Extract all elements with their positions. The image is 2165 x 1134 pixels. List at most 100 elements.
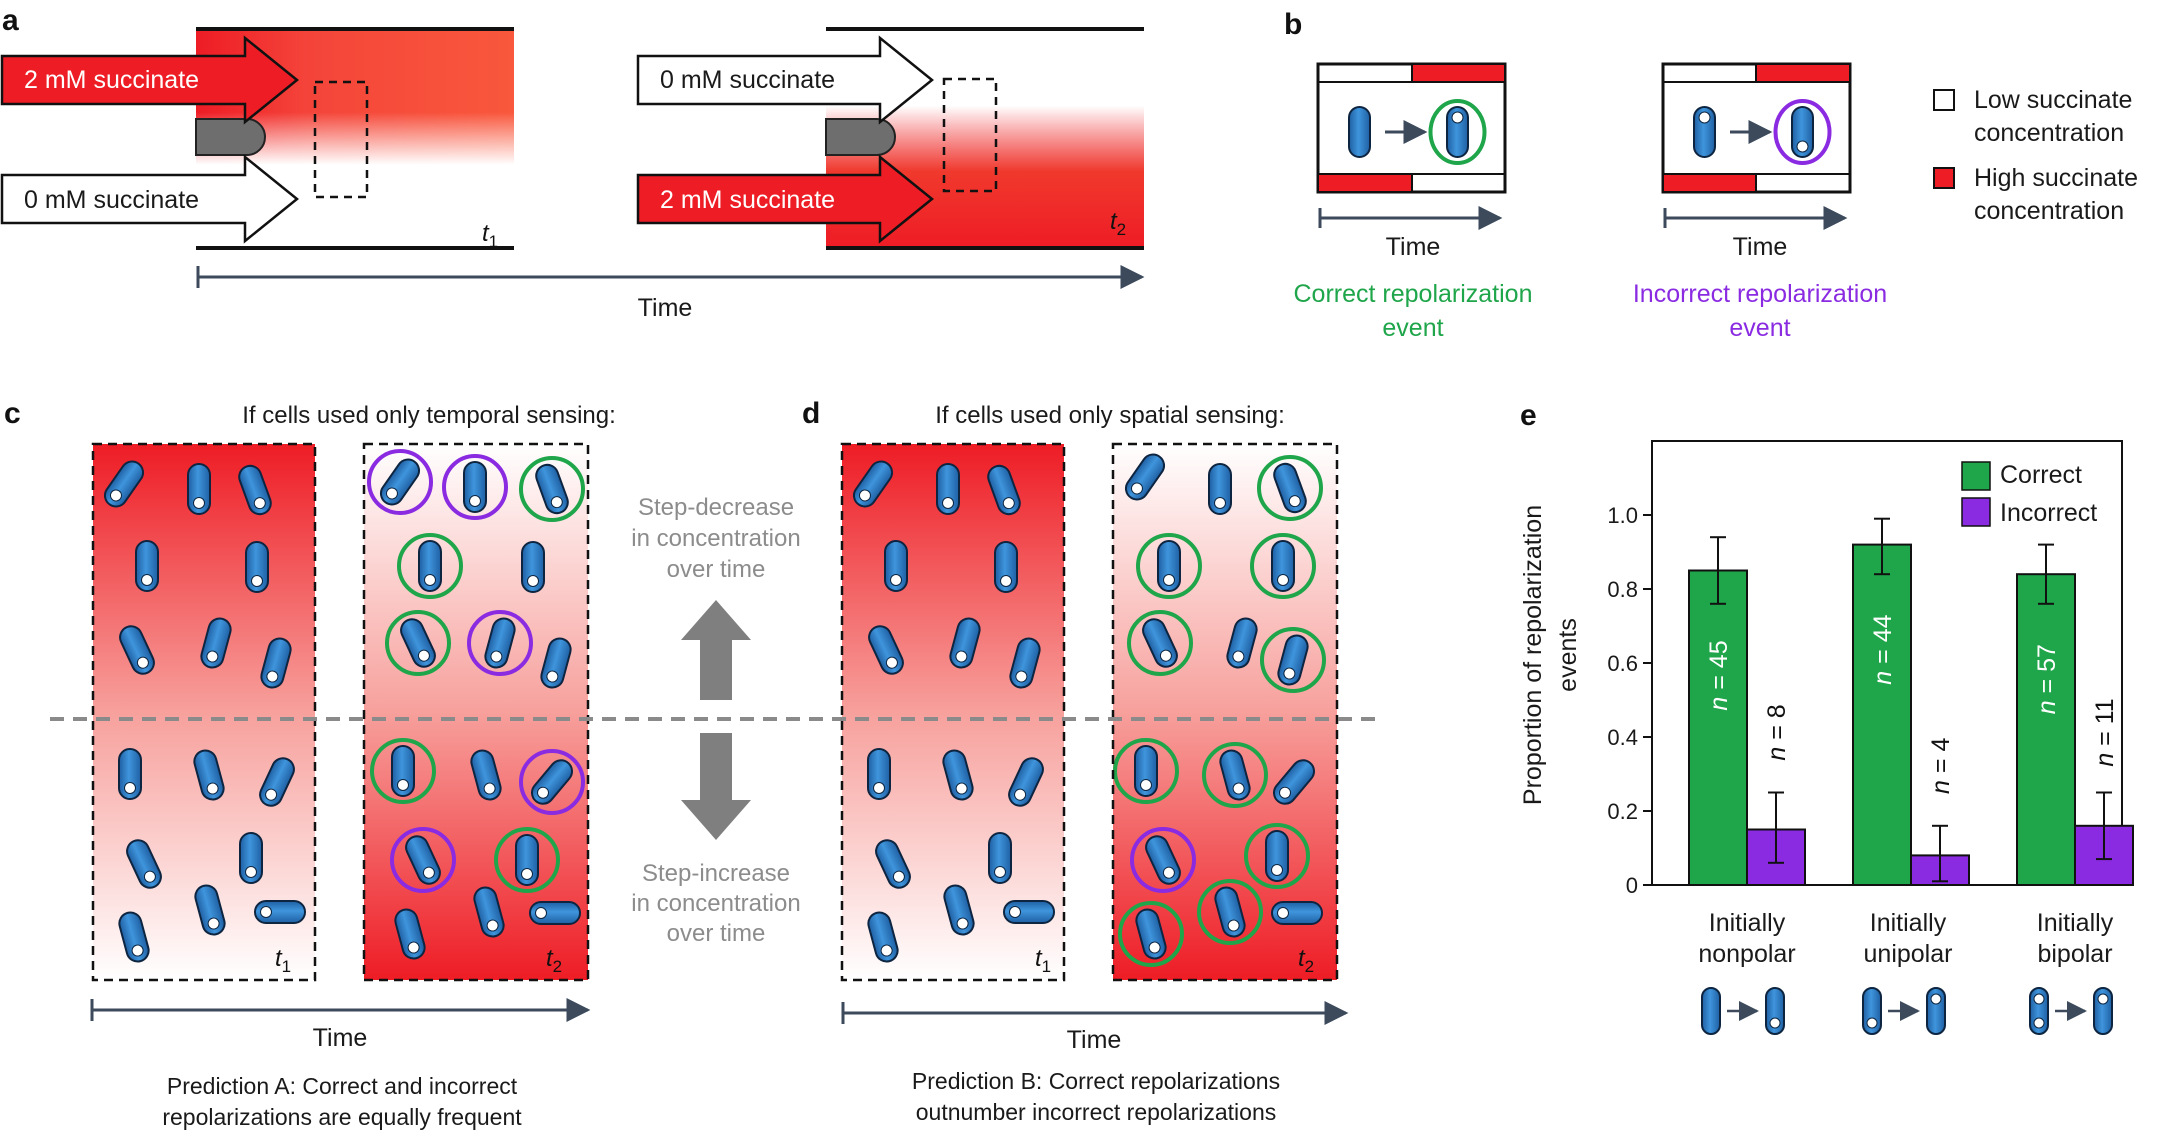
cell (400, 618, 436, 668)
category-label-line1: Initially (1870, 909, 1947, 937)
y-tick-label: 0.4 (1607, 725, 1638, 750)
n-label: n = 57 (2033, 644, 2061, 714)
cell (1135, 908, 1167, 960)
n-label: n = 11 (2091, 698, 2119, 766)
legend-high-swatch (1933, 167, 1955, 189)
cell (1124, 453, 1166, 501)
t1-label: t1 (482, 220, 498, 251)
d-t2-cells (1113, 453, 1326, 967)
cell (531, 759, 573, 805)
cell (379, 458, 421, 506)
flow-label-bottom-left: 0 mM succinate (24, 186, 199, 214)
correct-ring (1244, 823, 1310, 889)
correct-event-box (1316, 62, 1507, 194)
c-t2-field (364, 444, 588, 980)
prediction-a-line-1: Prediction A: Correct and incorrect (167, 1073, 518, 1099)
cell (119, 625, 155, 675)
cell (1265, 830, 1289, 882)
incorrect-ring (1130, 827, 1196, 893)
step-decrease-line-1: Step-decrease (638, 494, 794, 521)
cell (245, 541, 269, 593)
step-increase-line-1: Step-increase (642, 860, 790, 887)
cell (1273, 462, 1307, 514)
correct-ring (1260, 627, 1326, 693)
category-glyph-cell (1701, 987, 1721, 1035)
prediction-a-line-2: repolarizations are equally frequent (162, 1104, 522, 1130)
n-label: n = 44 (1869, 614, 1897, 684)
correct-ring (1250, 533, 1316, 599)
channel-2-observation-window (942, 77, 998, 193)
cell (103, 460, 145, 508)
cell (126, 839, 162, 889)
flow-label-top-right: 0 mM succinate (660, 66, 835, 94)
cell (884, 540, 908, 592)
cell (193, 749, 225, 801)
d-t1-frame (840, 442, 1066, 982)
cell (470, 749, 502, 801)
cell (135, 540, 159, 592)
panel-d: d If cells used only spatial sensing: t1… (802, 397, 1349, 1125)
correct-ring (494, 827, 560, 893)
box1-correct-ring (1428, 99, 1487, 165)
legend-low-text-1: Low succinate (1974, 86, 2132, 114)
correct-ring (397, 533, 463, 599)
bar-correct (1688, 569, 1748, 886)
y-tick-label: 1.0 (1607, 503, 1638, 528)
cell (868, 625, 904, 675)
channel-2-divider (825, 118, 896, 156)
cell (987, 464, 1021, 516)
cell (1273, 759, 1315, 805)
step-decrease-line-3: over time (667, 556, 766, 583)
arrow-bottom-left (0, 154, 299, 244)
category-label-line2: bipolar (2037, 940, 2112, 968)
panel-a: a 2 mM succinate 0 mM succinate t1 0 mM … (0, 4, 1145, 322)
correct-ring (1197, 879, 1263, 945)
incorrect-event-box (1661, 62, 1852, 194)
cell (394, 908, 426, 960)
n-label: n = 8 (1763, 704, 1791, 760)
box2-bottom-high (1662, 173, 1757, 193)
panel-b: b Time Correct repolarization event (1284, 8, 2138, 342)
legend-high-text-2: concentration (1974, 197, 2124, 225)
cell (200, 617, 232, 669)
cell (391, 745, 415, 797)
cell (1142, 618, 1178, 668)
step-decrease-line-2: in concentration (631, 525, 800, 552)
panel-a-label: a (2, 4, 19, 37)
y-tick-label: 0.8 (1607, 577, 1638, 602)
cell (118, 911, 150, 963)
correct-ring (370, 738, 436, 804)
panel-c: c If cells used only temporal sensing: t… (4, 397, 616, 1130)
cell (1208, 463, 1232, 515)
panel-e-chart: e Proportion of repolarization events 00… (1519, 399, 2134, 1035)
correct-ring (1136, 533, 1202, 599)
cell (187, 463, 211, 515)
c-t1-frame (91, 442, 317, 982)
cell (1145, 835, 1181, 885)
correct-ring (1202, 742, 1268, 808)
c-t1-label: t1 (275, 945, 291, 976)
n-label: n = 45 (1705, 640, 1733, 710)
category-labels: InitiallynonpolarInitiallyunipolarInitia… (1698, 909, 2114, 1035)
flow-label-bottom-right: 2 mM succinate (660, 186, 835, 214)
c-t2-frame (362, 442, 590, 982)
prediction-b-line-1: Prediction B: Correct repolarizations (912, 1068, 1280, 1094)
y-tick-label: 0.2 (1607, 799, 1638, 824)
cell (852, 460, 894, 508)
cell (405, 835, 441, 885)
cell (1157, 540, 1181, 592)
cell (254, 900, 306, 924)
legend-incorrect-swatch (1961, 497, 1991, 527)
y-ticks: 00.20.40.60.81.0 (1607, 503, 1652, 898)
cell (1271, 901, 1323, 925)
cell (1214, 886, 1246, 938)
arrow-top-left (0, 35, 299, 125)
cell (118, 748, 142, 800)
category-label-line1: Initially (1709, 909, 1786, 937)
correct-ring (385, 610, 451, 676)
y-tick-label: 0.6 (1607, 651, 1638, 676)
cell (238, 464, 272, 516)
correct-ring (1257, 455, 1323, 521)
legend-correct-label: Correct (2000, 461, 2082, 489)
